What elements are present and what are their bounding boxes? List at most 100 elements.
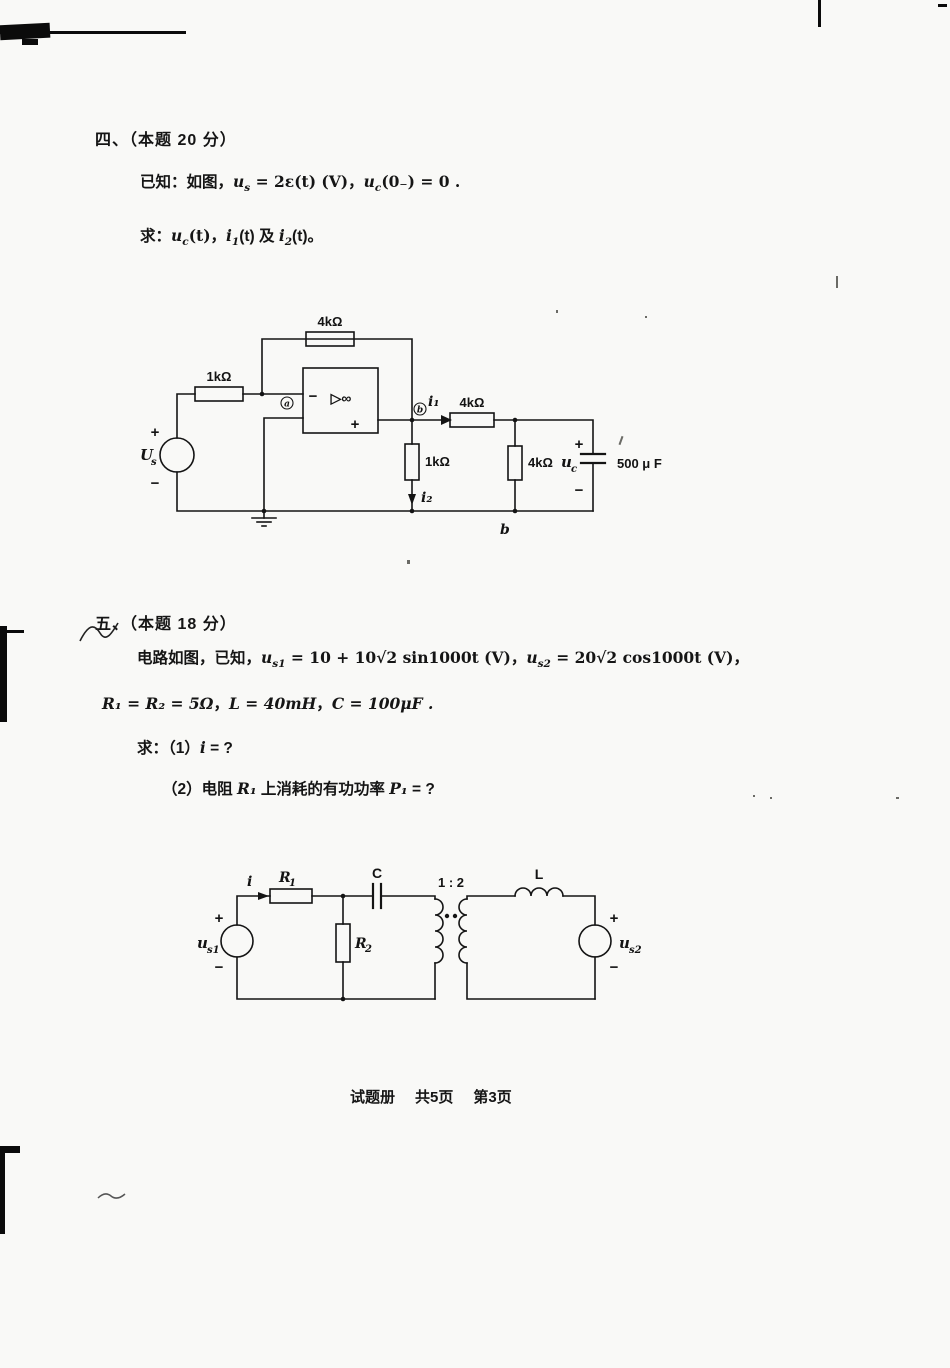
var-uc: u	[363, 172, 375, 191]
source-label-sub: s	[151, 457, 157, 468]
var-us: u	[233, 172, 245, 191]
given-prefix: 已知：如图，	[140, 174, 234, 191]
capacitor-plus-sign: +	[575, 436, 584, 453]
find-text-3: (t)。	[292, 228, 324, 245]
capacitor-voltage-sub: c	[571, 464, 577, 475]
circuit-diagram-opamp: + − U s 1kΩ 4kΩ − ▷∞ + a b	[140, 314, 662, 538]
resistor-series-4k: 4kΩ	[449, 395, 495, 428]
var-us2: u	[526, 648, 538, 667]
problem5-question1-line: 求：（1）i = ?	[137, 736, 233, 758]
opamp-symbol: ▷∞	[330, 390, 352, 406]
problem4-given-line: 已知：如图，us = 2ε(t) (V)，uc(0₋) = 0 .	[140, 170, 460, 194]
source-plus-sign: +	[151, 424, 160, 441]
voltage-source-us1: + − u s1	[197, 910, 254, 976]
var-i1-sub: 1	[231, 236, 240, 249]
var-us-sub: s	[244, 182, 251, 195]
var-i2: i	[278, 226, 285, 245]
capacitor-c: C	[371, 866, 383, 910]
inductor-l: L	[514, 866, 564, 897]
turns-ratio-label: 1 : 2	[438, 875, 464, 890]
scan-artifact-corner-right	[938, 4, 947, 7]
source2-label: u	[619, 934, 630, 952]
q2-prefix: （2）电阻	[162, 781, 237, 798]
var-uc2: u	[171, 226, 183, 245]
scan-speck	[770, 797, 772, 799]
resistor-input-1k: 1kΩ	[194, 369, 244, 402]
resistor-r2-label: R	[354, 936, 367, 952]
p5-given-prefix: 电路如图，已知，	[137, 650, 262, 667]
resistor-r2-sub: 2	[364, 944, 372, 955]
capacitor-value: 500 μ F	[617, 456, 662, 471]
opamp-plus-input: +	[351, 416, 360, 433]
scan-artifact-top-right-line	[818, 0, 821, 27]
footer-total-pages: 共5页	[415, 1089, 454, 1106]
resistor-r2: R 2	[335, 923, 372, 963]
problem5-params-line: R₁ = R₂ = 5Ω，L = 40mH，C = 100μF .	[102, 692, 433, 714]
problem4-heading: 四、（本题 20 分）	[95, 132, 237, 149]
var-p1: P₁	[389, 779, 408, 798]
current-i-arrow: i	[247, 874, 269, 900]
resistor-shunt-1k: 1kΩ	[404, 443, 450, 481]
polarity-dot-primary	[444, 913, 450, 919]
scan-artifact-left-bar	[0, 626, 7, 722]
problem5-given-line: 电路如图，已知，us1 = 10 + 10√2 sin1000t (V)，us2…	[137, 646, 749, 670]
node-a-label: a	[284, 400, 290, 410]
source-label: U	[140, 446, 154, 464]
opamp-minus-input: −	[309, 388, 318, 405]
inductor-l-label: L	[535, 866, 544, 882]
scan-artifact-left-dash	[6, 630, 24, 633]
params-resistors: R₁ = R₂ = 5Ω	[102, 694, 214, 713]
problem5-heading: 五、（本题 18 分）	[95, 616, 237, 633]
params-inductor: L = 40mH	[229, 694, 317, 713]
voltage-source-us2: + − u s2	[578, 910, 642, 976]
var-us1: u	[261, 648, 273, 667]
resistor-feedback-label: 4kΩ	[318, 314, 343, 329]
current-i1-label: i₁	[428, 394, 439, 410]
scan-artifact-top-line	[0, 31, 186, 34]
source2-plus-sign: +	[610, 910, 619, 927]
resistor-r1-sub: 1	[289, 878, 296, 889]
resistor-r1: R 1	[269, 870, 313, 904]
var-us2-sub: s2	[537, 658, 551, 671]
capacitor-c-label: C	[372, 866, 382, 881]
scan-squiggle-mark	[79, 622, 119, 642]
capacitor-voltage-label: u	[561, 453, 572, 471]
var-uc-sub: c	[374, 182, 382, 195]
current-i2-arrow: i₂	[408, 490, 432, 506]
source1-plus-sign: +	[215, 910, 224, 927]
bottom-node-label: b	[500, 522, 510, 538]
q2-suffix: = ?	[407, 781, 435, 798]
find-prefix: 求：	[140, 228, 172, 245]
resistor-shunt-4k-label: 4kΩ	[528, 455, 553, 470]
transformer: 1 : 2	[434, 875, 468, 964]
scan-tilde-mark	[97, 1193, 126, 1199]
var-uc2-sub: c	[182, 236, 189, 249]
source1-label-sub: s1	[207, 945, 220, 956]
find-text-1: (t)，	[188, 226, 227, 245]
equation-us2: = 20√2 cos1000t (V)，	[550, 648, 749, 667]
circuit-diagram-transformer: + − u s1 i R 1 C R 2 1	[197, 866, 642, 1002]
page-footer: 试题册 共5页 第3页	[350, 1086, 532, 1107]
current-i1-arrow: i₁	[428, 394, 452, 425]
var-r1: R₁	[236, 779, 257, 798]
footer-page-number: 第3页	[473, 1089, 512, 1106]
resistor-shunt-1k-label: 1kΩ	[425, 454, 450, 469]
q1-prefix: 求：（1）	[137, 740, 200, 757]
var-i: i	[199, 738, 206, 757]
params-sep1: ，	[213, 696, 229, 713]
footer-booklet: 试题册	[350, 1089, 396, 1106]
var-i2-sub: 2	[284, 236, 293, 249]
q2-middle: 上消耗的有功功率	[256, 781, 390, 798]
problem5-question2-line: （2）电阻 R₁ 上消耗的有功功率 P₁ = ?	[162, 777, 435, 799]
resistor-feedback-4k: 4kΩ	[305, 314, 355, 347]
source2-minus-sign: −	[610, 959, 619, 976]
scan-speck	[407, 560, 410, 564]
voltage-source-us: + − U s	[140, 424, 195, 492]
capacitor-minus-sign: −	[575, 482, 584, 499]
equation-uc: (0₋) = 0 .	[381, 172, 461, 191]
equation-us1: = 10 + 10√2 sin1000t (V)，	[285, 648, 527, 667]
capacitor-500uf: + − u c 500 μ F	[561, 436, 662, 499]
equation-us: = 2ε(t) (V)，	[250, 172, 364, 191]
resistor-r1-label: R	[278, 870, 291, 886]
